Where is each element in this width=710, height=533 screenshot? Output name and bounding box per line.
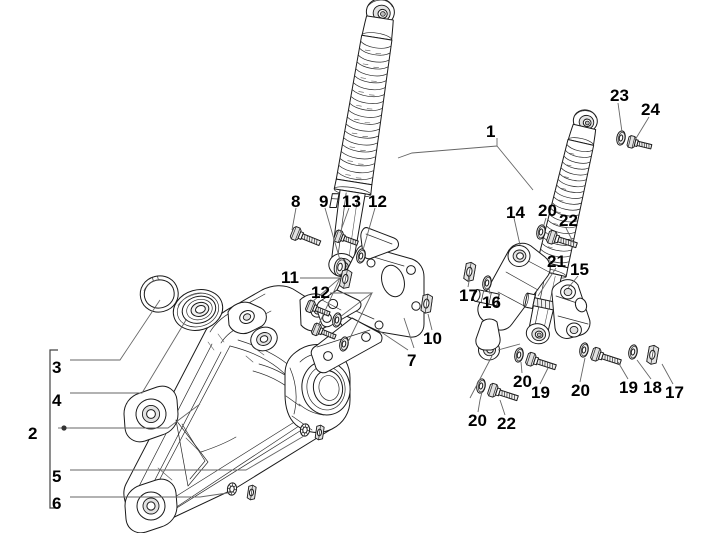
callout-15: 15 xyxy=(570,260,589,279)
callout-6: 6 xyxy=(52,494,62,513)
callout-1: 1 xyxy=(486,122,496,141)
callout-12b: 12 xyxy=(368,192,387,211)
retaining-circlip xyxy=(139,275,179,313)
washer-18 xyxy=(627,343,639,361)
nut-6 xyxy=(246,484,257,501)
callout-8: 8 xyxy=(291,192,301,211)
callout-20a: 20 xyxy=(538,201,557,220)
callout-10: 10 xyxy=(423,329,442,348)
callout-18: 18 xyxy=(643,378,662,397)
callout-17a: 17 xyxy=(459,286,478,305)
washer-20c xyxy=(578,341,590,359)
bolt-19a xyxy=(524,351,559,375)
callout-3: 3 xyxy=(52,358,62,377)
bolt-8 xyxy=(289,225,323,250)
callout-20c: 20 xyxy=(571,381,590,400)
bolt-24 xyxy=(626,134,654,154)
callout-5: 5 xyxy=(52,467,62,486)
callout-19a: 19 xyxy=(531,383,550,402)
washer-23 xyxy=(615,129,627,147)
callout-9: 9 xyxy=(319,192,329,211)
callout-22b: 22 xyxy=(497,414,516,433)
callout-14: 14 xyxy=(506,203,525,222)
washer-20b xyxy=(513,346,525,364)
callout-22a: 22 xyxy=(559,211,578,230)
callout-13: 13 xyxy=(342,192,361,211)
callout-24: 24 xyxy=(641,100,660,119)
callout-21: 21 xyxy=(547,252,566,271)
callout-4: 4 xyxy=(52,391,62,410)
nut-17b xyxy=(645,344,660,366)
callout-11: 11 xyxy=(281,268,299,287)
suspension-linkage-arm xyxy=(472,242,591,361)
callout-20d: 20 xyxy=(468,411,487,430)
callout-23: 23 xyxy=(610,86,629,105)
callout-7: 7 xyxy=(407,351,417,370)
washer-20d xyxy=(475,377,487,395)
callout-2: 2 xyxy=(28,424,38,443)
callout-16: 16 xyxy=(482,293,501,312)
callout-20b: 20 xyxy=(513,372,532,391)
bolt-19b xyxy=(589,346,624,370)
callout-19b: 19 xyxy=(619,378,638,397)
callout-17b: 17 xyxy=(665,383,684,402)
leader-lines xyxy=(49,102,674,509)
callout-12a: 12 xyxy=(311,283,330,302)
nut-5a xyxy=(314,424,325,441)
nut-10 xyxy=(420,292,434,315)
